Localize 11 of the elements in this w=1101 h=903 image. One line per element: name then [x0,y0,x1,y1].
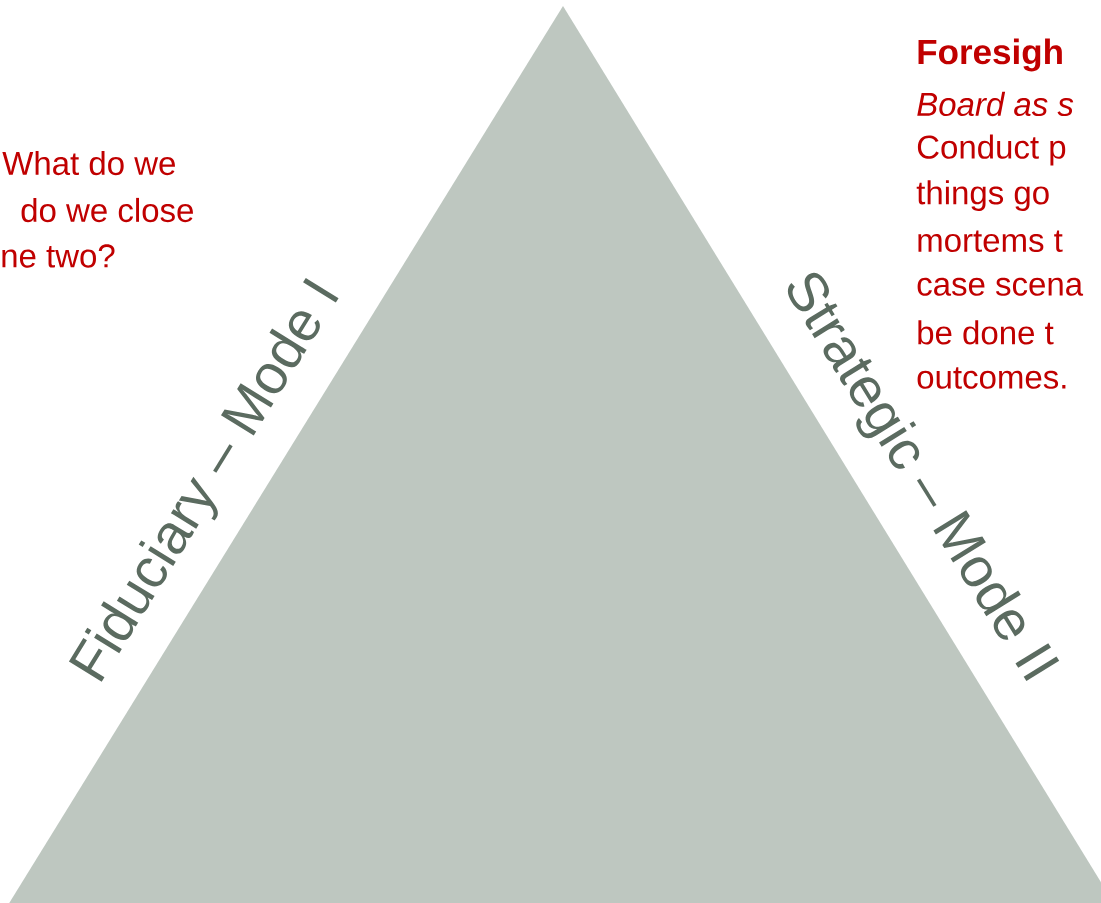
subheading: Board as s [917,91,1074,117]
question-text: things go [916,180,1049,211]
question-text: What do we [2,150,175,176]
question-text: case scena [917,277,1084,296]
question-text: mortems t [918,230,1063,253]
question-text: do we close [21,197,193,223]
question-text: outcomes. [917,367,1066,389]
question-text: Conduct p [917,134,1066,166]
heading: Foresigh [918,38,1062,72]
question-text: ne two? [2,244,115,268]
question-text: be done t [918,320,1054,345]
